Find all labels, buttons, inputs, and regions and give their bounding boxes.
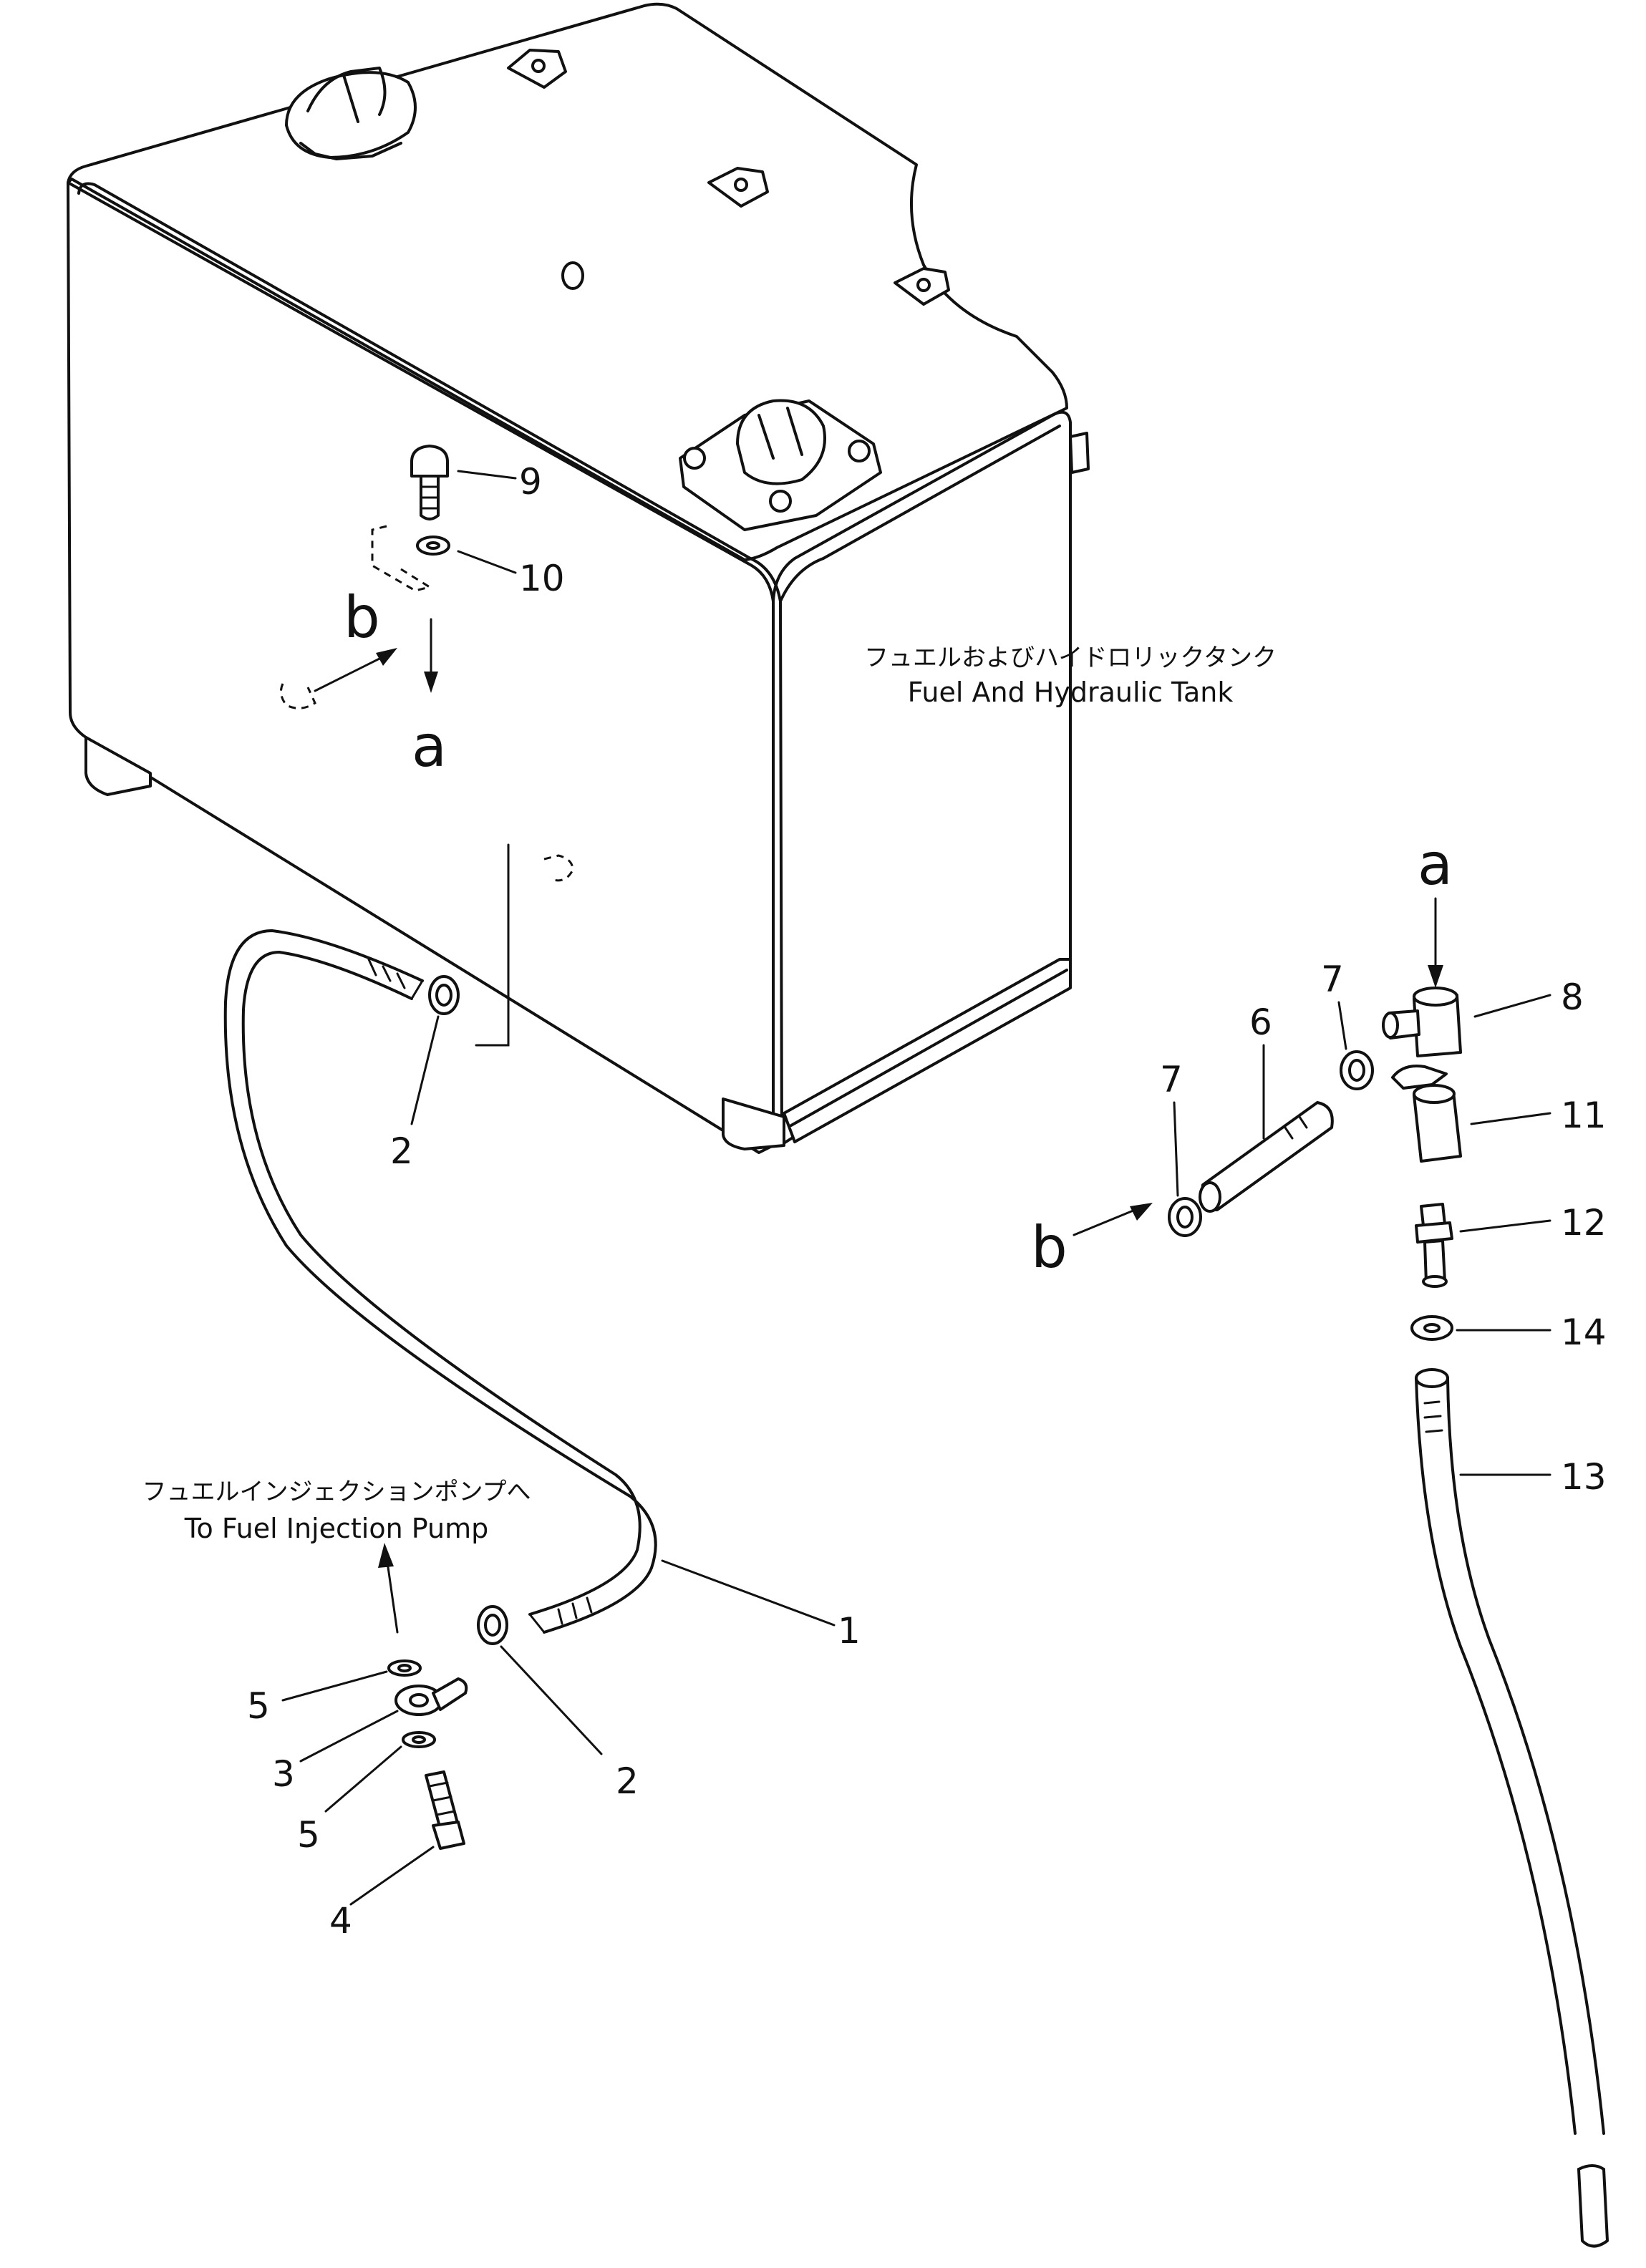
part-2-clamp-lower: [477, 1605, 603, 1755]
callout-7-left: 7: [1160, 1059, 1183, 1100]
part-6-tube: [1199, 1044, 1334, 1213]
callout-12: 12: [1561, 1202, 1607, 1244]
part-13-hose: [1415, 1368, 1609, 2248]
view-arrow-a-right: [1428, 897, 1443, 988]
callout-1: 1: [838, 1610, 861, 1652]
part-4-joint-bolt: [349, 1770, 465, 1906]
part-5-washer-lower: [324, 1731, 436, 1813]
callout-2-lower: 2: [616, 1760, 639, 1802]
view-letter-a-right: a: [1418, 831, 1453, 898]
callout-7-right: 7: [1321, 959, 1344, 1000]
callout-5-upper: 5: [247, 1685, 270, 1727]
part-3-eye-joint: [299, 1677, 468, 1763]
part-14-ring: [1410, 1315, 1551, 1341]
part-12-connector: [1415, 1203, 1551, 1288]
callout-4: 4: [329, 1900, 352, 1942]
pump-direction-arrow: [378, 1543, 399, 1634]
tank-label-en: Fuel And Hydraulic Tank: [908, 677, 1234, 708]
callout-9: 9: [519, 461, 542, 503]
pump-label-en: To Fuel Injection Pump: [184, 1513, 488, 1544]
callout-10: 10: [519, 558, 565, 599]
view-arrow-b-tank: [314, 648, 397, 692]
callout-14: 14: [1561, 1312, 1607, 1353]
pump-label-jp: フュエルインジェクションポンプへ: [142, 1478, 531, 1506]
part-2-clamp-upper: [410, 975, 460, 1125]
part-7-clamp-left: [1168, 1101, 1202, 1237]
callout-2-upper: 2: [390, 1130, 413, 1172]
view-arrow-b-right: [1073, 1203, 1153, 1236]
callout-6: 6: [1249, 1002, 1272, 1043]
view-letter-a-tank: a: [412, 713, 447, 780]
part-5-washer-upper: [281, 1659, 422, 1702]
callout-13: 13: [1561, 1456, 1607, 1498]
view-arrow-a-tank: [424, 618, 438, 693]
part-8-cock: [1382, 987, 1551, 1057]
callout-8: 8: [1561, 976, 1584, 1018]
part-7-clamp-right: [1337, 1001, 1374, 1090]
callout-11: 11: [1561, 1095, 1607, 1136]
view-letter-b-tank: b: [344, 584, 380, 651]
part-1-hose: [223, 929, 657, 1634]
fuel-hydraulic-tank: [67, 2, 1090, 1154]
part-11-sleeve: [1391, 1065, 1551, 1163]
part-9-bolt: [410, 445, 517, 520]
part-10-washer: [416, 536, 517, 574]
callout-3: 3: [272, 1753, 295, 1795]
tank-label-jp: フュエルおよびハイドロリックタンク: [864, 644, 1277, 672]
callout-5-lower: 5: [297, 1814, 320, 1856]
view-letter-b-right: b: [1031, 1214, 1068, 1281]
